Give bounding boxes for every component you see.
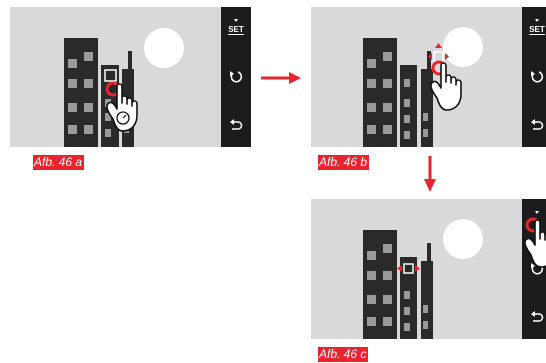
moon	[144, 28, 184, 68]
screen-panel-c	[311, 199, 546, 339]
city-scene-b	[311, 7, 546, 147]
back-arrow-icon[interactable]	[221, 118, 251, 136]
back-arrow-icon[interactable]	[522, 118, 546, 136]
self-timer-icon	[117, 112, 129, 124]
screen-panel-a: SET	[10, 7, 251, 147]
skyline	[363, 38, 433, 147]
touch-hand-icon	[431, 63, 461, 110]
rotate-icon[interactable]	[221, 69, 251, 88]
figure-caption-c: Afb. 46 c	[318, 347, 368, 362]
touch-overlay-c	[311, 199, 546, 339]
arrow-right-icon	[261, 72, 301, 84]
sidebar: SET	[221, 7, 251, 147]
rotate-icon[interactable]	[522, 69, 546, 88]
figure-caption-a: Afb. 46 a	[33, 155, 84, 170]
set-button[interactable]: SET	[221, 25, 251, 34]
city-scene-a	[10, 7, 251, 147]
screen-panel-b: SET	[311, 7, 546, 147]
sidebar: SET	[522, 7, 546, 147]
arrow-down-icon	[424, 156, 436, 192]
figure-caption-b: Afb. 46 b	[318, 155, 369, 170]
set-button[interactable]: SET	[522, 25, 546, 34]
moon	[443, 27, 483, 67]
